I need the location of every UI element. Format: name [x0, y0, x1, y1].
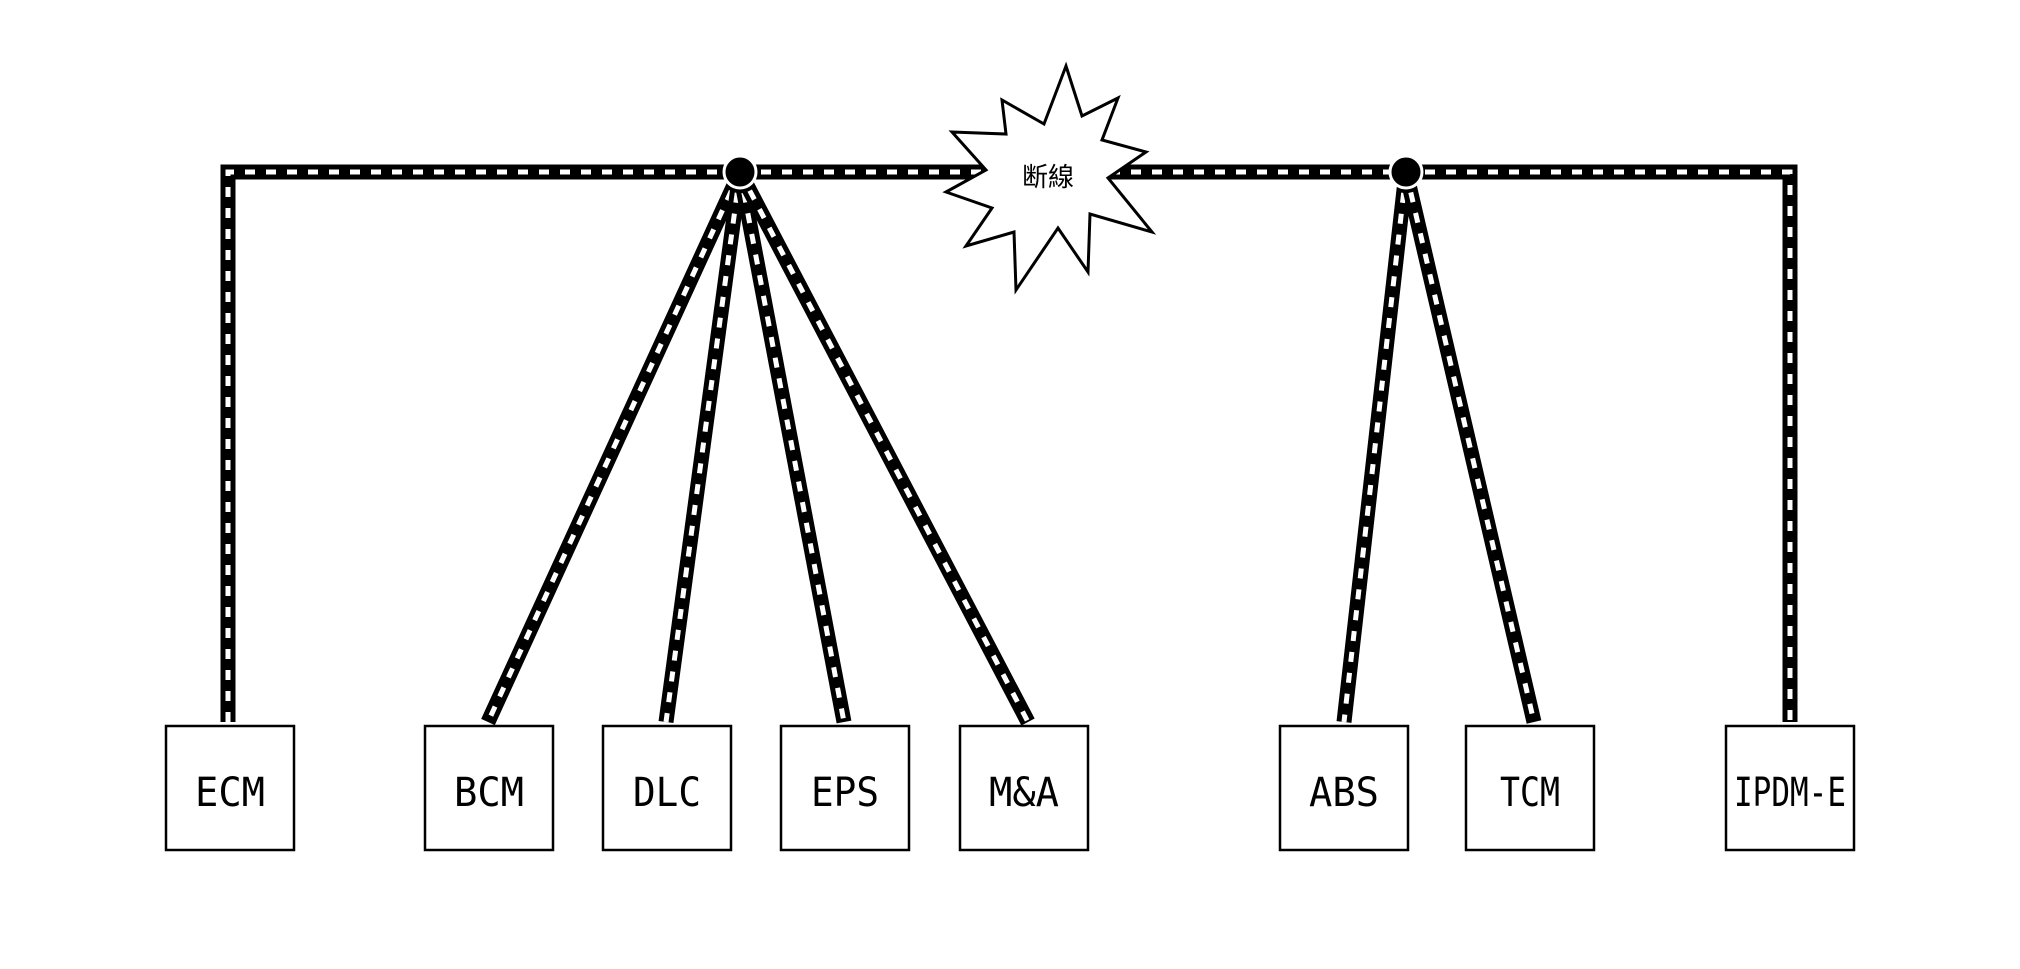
junction-node-right — [1388, 154, 1424, 190]
module-label: BCM — [454, 770, 524, 816]
module-label: DLC — [633, 770, 701, 816]
bus-lines — [220, 164, 1798, 726]
module-label: M&A — [989, 770, 1059, 816]
junction-node-left — [722, 154, 758, 190]
branch-line-ma — [733, 168, 1035, 726]
module-dlc: DLC — [601, 724, 733, 852]
module-bcm: BCM — [423, 724, 555, 852]
bus-line-break-to-ipdm — [1110, 164, 1798, 722]
branch-line-abs — [1336, 171, 1414, 723]
module-label: EPS — [811, 770, 879, 816]
branch-line-tcm — [1398, 170, 1542, 724]
module-tcm: TCM — [1464, 724, 1596, 852]
module-label: ABS — [1309, 770, 1379, 816]
module-ipdm-e: IPDM-E — [1724, 724, 1856, 852]
branch-line-bcm — [481, 168, 747, 726]
module-ecm: ECM — [164, 724, 296, 852]
branch-line-dlc — [658, 170, 748, 724]
break-starburst-icon — [942, 61, 1157, 295]
module-ma: M&A — [958, 724, 1090, 852]
branch-line-eps — [732, 170, 852, 724]
module-label: IPDM-E — [1734, 770, 1846, 816]
break-marker: 断線 — [942, 61, 1157, 295]
break-label: 断線 — [1022, 163, 1074, 193]
module-abs: ABS — [1278, 724, 1410, 852]
module-eps: EPS — [779, 724, 911, 852]
module-label: TCM — [1500, 770, 1560, 816]
bus-line-ecm — [220, 164, 740, 722]
module-label: ECM — [195, 770, 265, 816]
